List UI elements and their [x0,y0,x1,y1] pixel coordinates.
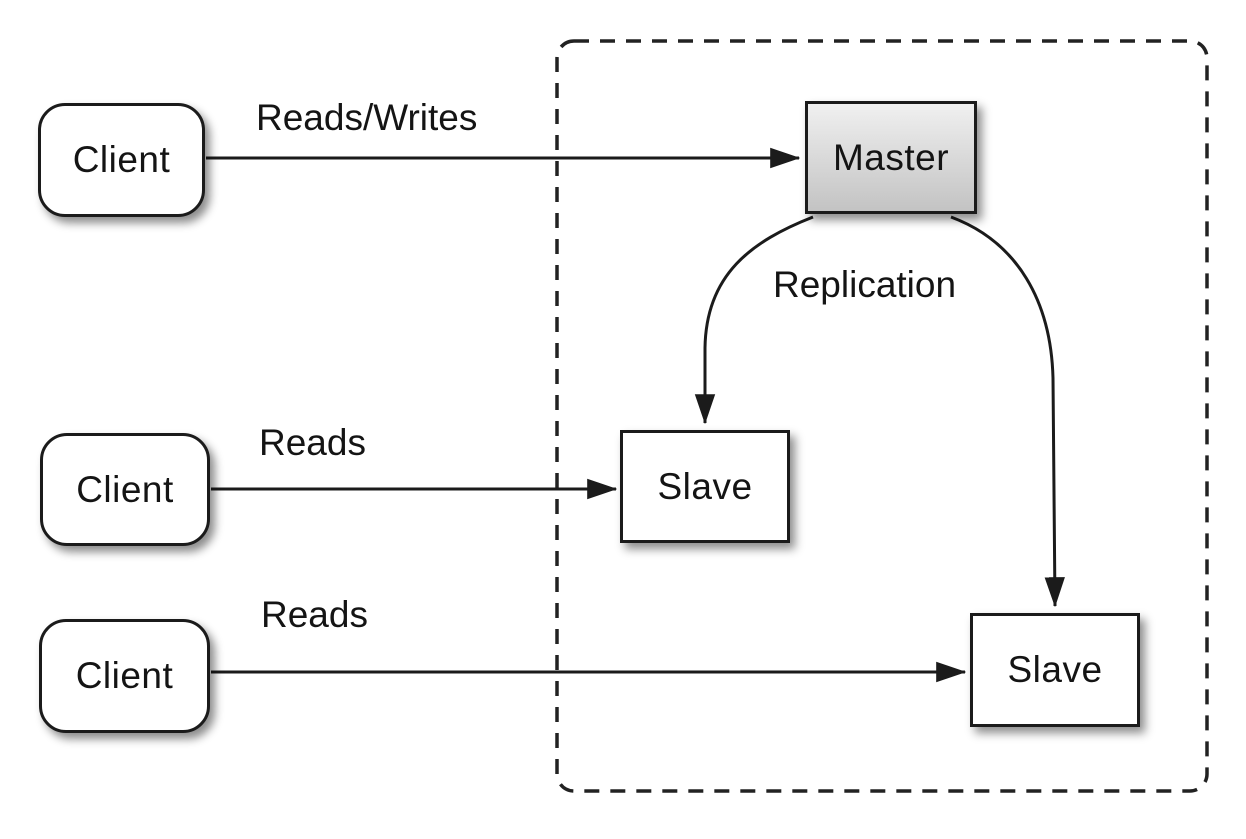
replication-group-boundary [555,39,1209,793]
client-node-bottom: Client [39,619,210,733]
replication-arrow-right [950,215,1065,608]
replication-arrow-left [694,215,814,425]
client-node-label: Client [76,468,174,510]
reads-writes-label: Reads/Writes [256,97,478,138]
client-node-label: Client [75,655,174,696]
slave-node-label: Slave [1007,649,1103,690]
replication-label: Replication [773,264,957,305]
reads-label-bottom: Reads [261,594,368,635]
slave-node-label: Slave [657,465,753,507]
slave-node-bottom: Slave [970,613,1140,727]
client-node-label: Client [72,139,171,180]
client-node-top: Client [38,103,205,217]
reads-label-middle: Reads [259,422,366,463]
master-node: Master [805,101,977,214]
client-node-middle: Client [40,433,210,546]
master-node-label: Master [832,136,950,178]
slave-node-top: Slave [620,430,790,543]
